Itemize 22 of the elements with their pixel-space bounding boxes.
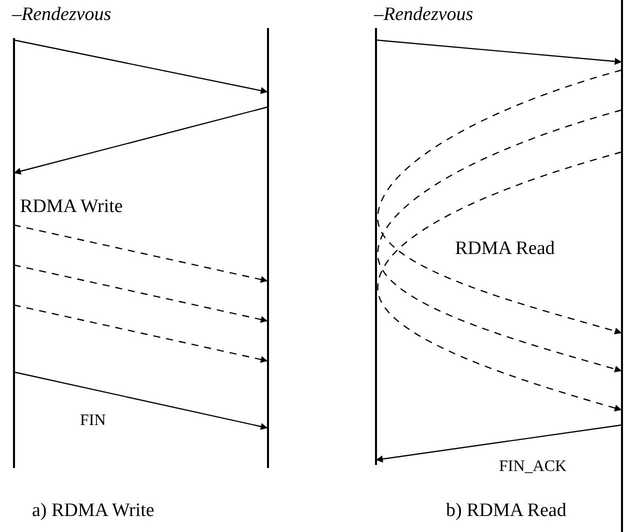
phase-label: –Rendezvous: [12, 4, 112, 26]
dashed-arrow: [14, 224, 268, 283]
operation-label: RDMA Write: [20, 196, 123, 218]
phase-label: –Rendezvous: [374, 4, 474, 26]
panel-caption: a) RDMA Write: [32, 500, 154, 522]
operation-label: RDMA Read: [455, 238, 555, 260]
arrow: [14, 39, 268, 94]
panel-caption: b) RDMA Read: [446, 500, 566, 522]
arrow: [14, 106, 268, 175]
message-label: FIN_ACK: [497, 458, 569, 476]
dashed-arrow: [377, 151, 622, 412]
lifeline: [375, 28, 376, 465]
arrow: [376, 39, 622, 65]
arrow: [376, 424, 622, 462]
lifeline: [621, 0, 622, 532]
lifeline: [267, 28, 268, 468]
lifeline: [13, 38, 14, 468]
dashed-arrow: [14, 264, 268, 323]
dashed-arrow: [14, 304, 268, 363]
dashed-arrow: [377, 109, 622, 372]
dashed-arrow: [377, 69, 622, 334]
arrow: [14, 371, 268, 430]
